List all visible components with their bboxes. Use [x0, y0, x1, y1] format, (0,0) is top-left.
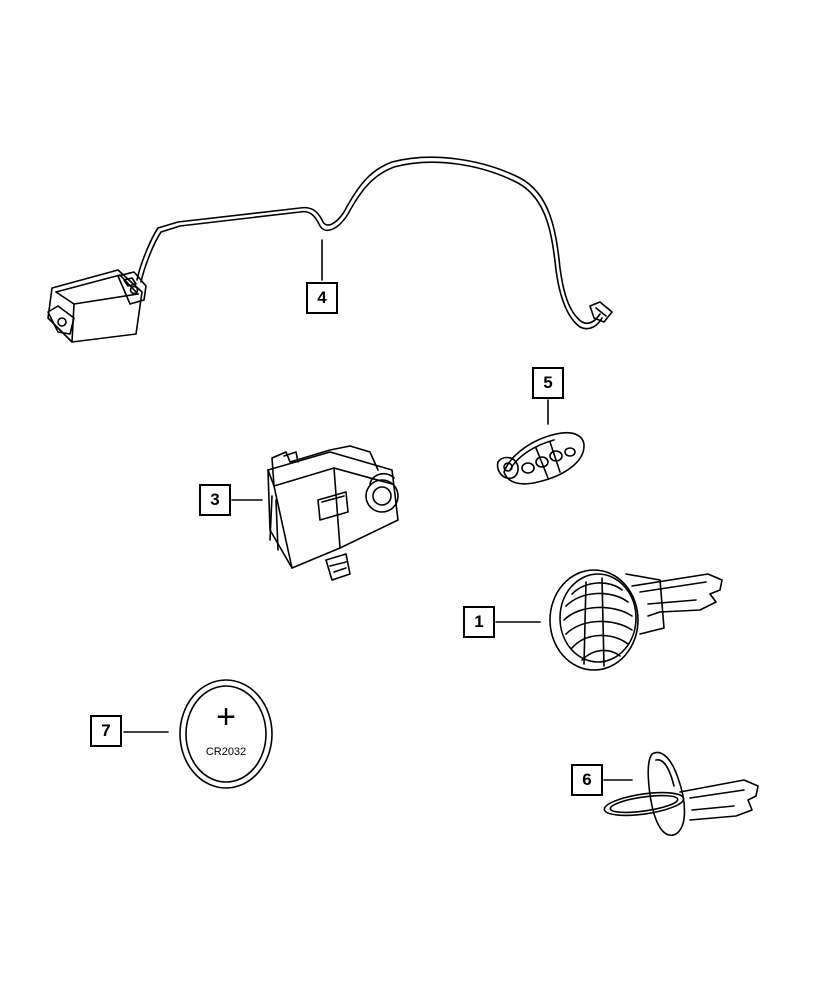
key-with-head — [550, 570, 722, 670]
callout-3: 3 — [199, 484, 231, 516]
ignition-module — [268, 446, 398, 580]
callout-1: 1 — [463, 606, 495, 638]
callout-5: 5 — [532, 367, 564, 399]
coin-battery — [180, 680, 272, 788]
key-fob — [498, 433, 584, 484]
callout-4: 4 — [306, 282, 338, 314]
antenna-module-with-cable — [48, 157, 612, 342]
callout-7: 7 — [90, 715, 122, 747]
battery-plus-symbol: + — [216, 698, 236, 736]
key-blank-with-ring — [603, 752, 758, 835]
battery-model-label: CR2032 — [205, 746, 247, 758]
callout-6: 6 — [571, 764, 603, 796]
